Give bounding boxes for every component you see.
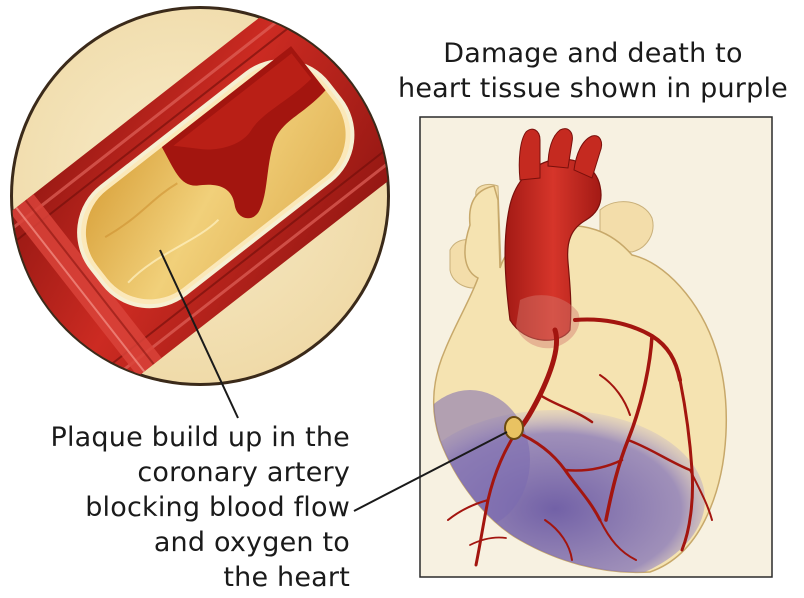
plaque-line-2: coronary artery <box>10 455 350 490</box>
magnified-artery-circle <box>0 0 453 426</box>
plaque-line-1: Plaque build up in the <box>10 420 350 455</box>
tissue-damage-line-1: Damage and death to <box>388 36 798 71</box>
tissue-damage-line-2: heart tissue shown in purple <box>388 71 798 106</box>
plaque-line-3: blocking blood flow <box>10 490 350 525</box>
plaque-line-5: the heart <box>10 560 350 595</box>
heart-panel <box>405 117 772 590</box>
plaque-line-4: and oxygen to <box>10 525 350 560</box>
blockage-marker <box>505 417 523 439</box>
tissue-damage-label: Damage and death to heart tissue shown i… <box>388 36 798 106</box>
plaque-label: Plaque build up in the coronary artery b… <box>10 420 350 595</box>
